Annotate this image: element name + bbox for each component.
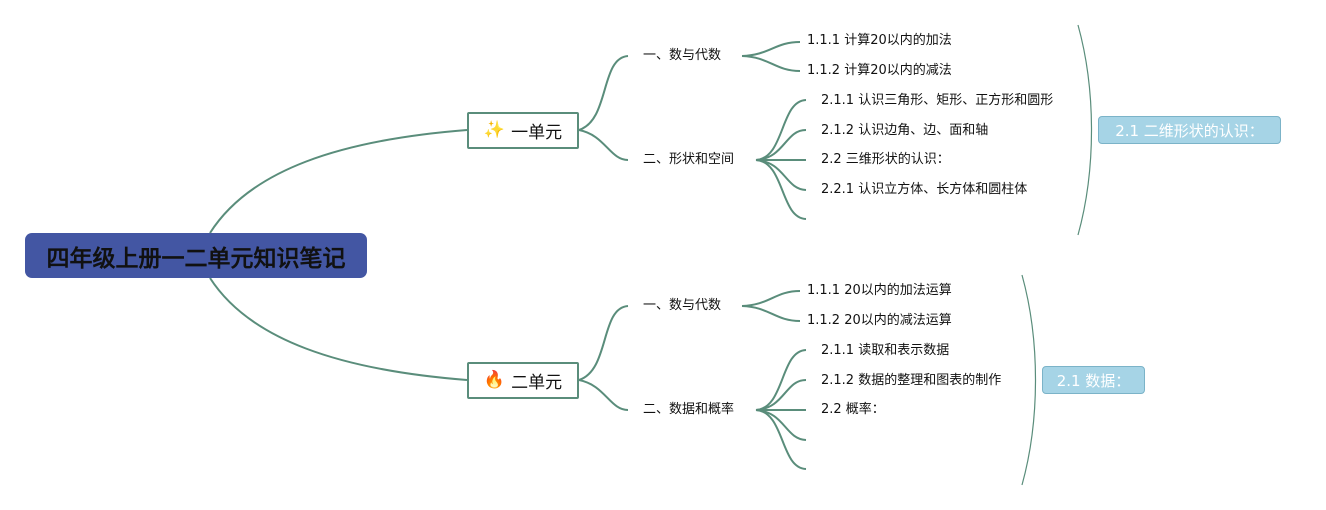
unit-1-branch-1[interactable]: 一、数与代数	[643, 48, 722, 63]
root-topic[interactable]: 四年级上册一二单元知识笔记	[25, 233, 367, 278]
connector-unit1-branch2	[578, 129, 629, 161]
connector-u1b2-leaf5	[755, 159, 807, 220]
unit-2-branch-2-leaf-1[interactable]: 2.1.1 读取和表示数据	[821, 343, 950, 358]
unit-1-branch-2-leaf-1[interactable]: 2.1.1 认识三角形、矩形、正方形和圆形	[821, 93, 1054, 108]
magic-wand-icon: ✨	[483, 120, 506, 140]
connector-u1b2-leaf1	[755, 99, 807, 161]
connector-u2b1-leaf1	[741, 290, 801, 307]
connector-u1b1-leaf2	[741, 55, 801, 72]
unit-2-summary[interactable]: 2.1 数据：	[1042, 366, 1145, 394]
unit-2-topic[interactable]: 🔥 二单元	[467, 362, 579, 399]
unit-1-branch-2-leaf-3[interactable]: 2.2 三维形状的认识：	[821, 152, 950, 167]
unit-1-branch-1-leaf-2[interactable]: 1.1.2 计算20以内的减法	[807, 63, 952, 78]
connector-unit2-branch2	[578, 379, 629, 411]
fire-icon: 🔥	[483, 370, 506, 390]
connector-u1b1-leaf1	[741, 41, 801, 57]
unit-1-summary[interactable]: 2.1 二维形状的认识：	[1098, 116, 1281, 144]
unit-1-branch-1-leaf-1[interactable]: 1.1.1 计算20以内的加法	[807, 33, 952, 48]
unit-2-branch-2-leaf-2[interactable]: 2.1.2 数据的整理和图表的制作	[821, 373, 1002, 388]
unit-1-label: 一单元	[511, 123, 563, 143]
unit-2-label: 二单元	[511, 373, 563, 393]
unit-2-branch-1[interactable]: 一、数与代数	[643, 298, 722, 313]
connector-root-unit2	[209, 277, 468, 381]
connector-root-unit1	[209, 129, 468, 234]
unit-2-branch-2[interactable]: 二、数据和概率	[643, 402, 735, 417]
connector-u2b1-leaf2	[741, 305, 801, 322]
unit-1-branch-2[interactable]: 二、形状和空间	[643, 152, 735, 167]
unit-1-branch-2-leaf-4[interactable]: 2.2.1 认识立方体、长方体和圆柱体	[821, 182, 1028, 197]
connector-unit2-branch1	[578, 305, 629, 381]
unit-2-branch-1-leaf-2[interactable]: 1.1.2 20以内的减法运算	[807, 313, 952, 328]
summary-brace-unit2	[1021, 274, 1037, 486]
unit-2-branch-1-leaf-1[interactable]: 1.1.1 20以内的加法运算	[807, 283, 952, 298]
connector-u2b2-leaf1	[755, 349, 807, 411]
unit-1-topic[interactable]: ✨ 一单元	[467, 112, 579, 149]
connector-u1b2-leaf2	[755, 129, 807, 161]
connector-unit1-branch1	[578, 55, 629, 131]
unit-1-branch-2-leaf-2[interactable]: 2.1.2 认识边角、边、面和轴	[821, 123, 989, 138]
connector-u2b2-leaf5	[755, 409, 807, 470]
unit-2-branch-2-leaf-3[interactable]: 2.2 概率：	[821, 402, 885, 417]
unit-1-summary-label: 2.1 二维形状的认识：	[1115, 121, 1264, 140]
connector-u2b2-leaf2	[755, 379, 807, 411]
unit-2-summary-label: 2.1 数据：	[1056, 371, 1131, 390]
root-topic-label: 四年级上册一二单元知识笔记	[46, 245, 346, 272]
summary-brace-unit1	[1077, 24, 1093, 236]
